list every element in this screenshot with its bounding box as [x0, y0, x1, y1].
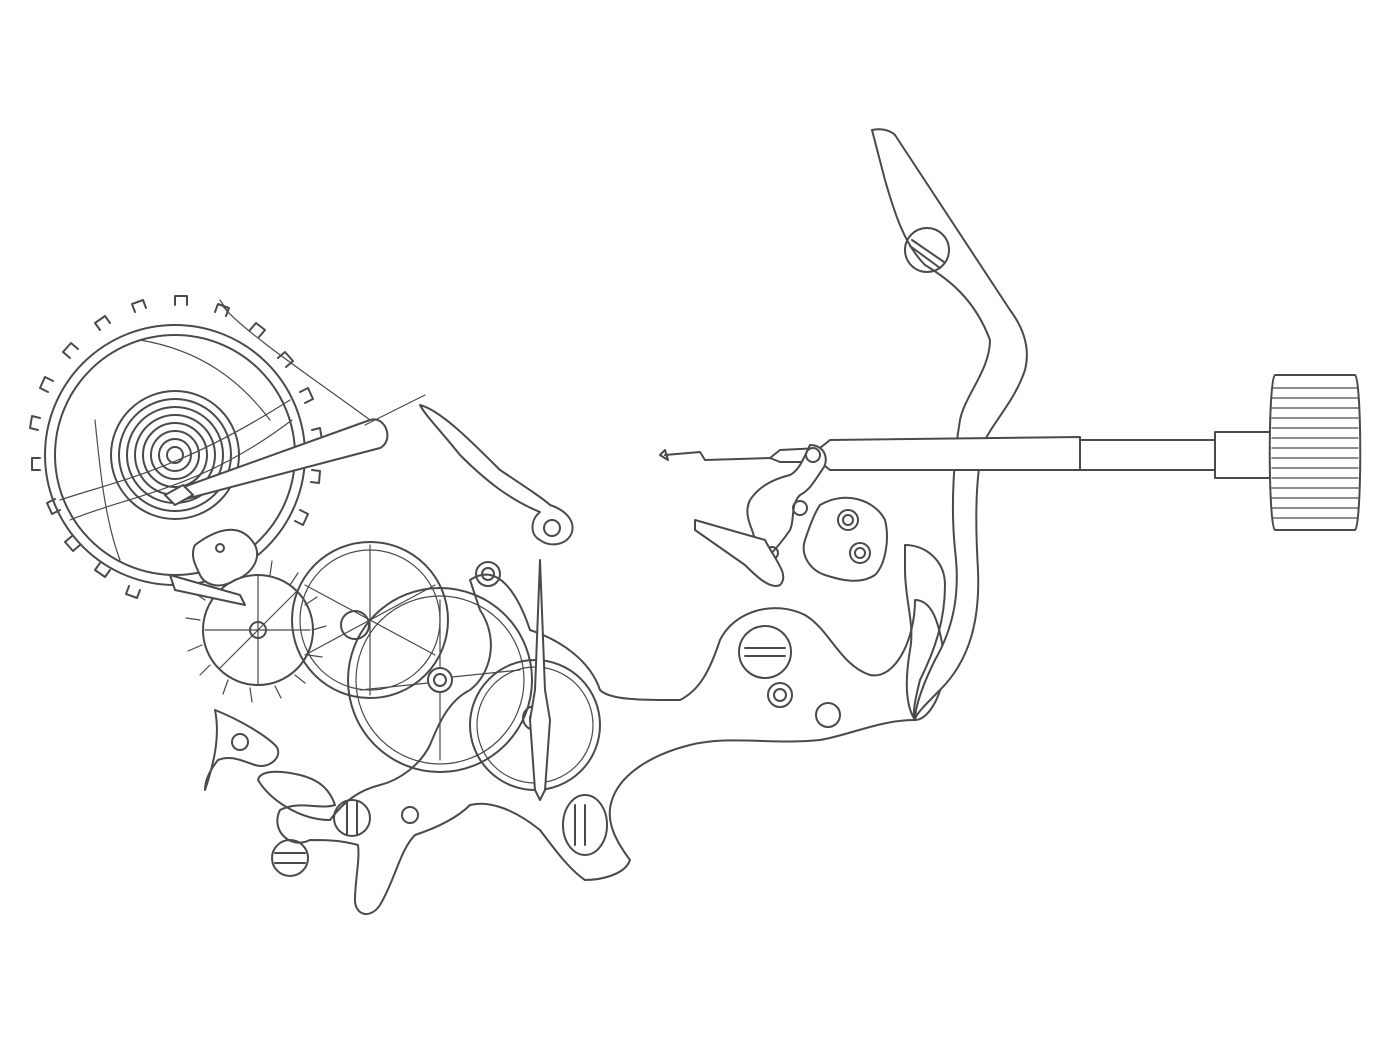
minute-hand: [529, 559, 551, 801]
crown: [1268, 374, 1362, 531]
setting-lever-screw: [904, 227, 950, 273]
screw-upper-left: [475, 561, 501, 587]
reversing-lever: [419, 404, 574, 546]
screw-bridge-7: [401, 806, 419, 824]
screw-bridge-5: [333, 799, 371, 837]
pallet-fork: [169, 528, 258, 606]
main-bridge-plate: [257, 573, 946, 915]
screw-bridge-1: [738, 625, 792, 679]
screw-bridge-4: [562, 794, 608, 856]
setting-lever: [871, 128, 1028, 721]
regulator-index: [164, 299, 426, 506]
screw-bridge-6: [271, 839, 309, 877]
screw-bridge-3: [815, 702, 841, 728]
balance-rim-screws: [29, 295, 323, 599]
bridge-foot: [904, 544, 946, 721]
screw-bridge-2: [767, 682, 793, 708]
balance-wheel: [29, 295, 323, 599]
third-wheel: [347, 587, 533, 773]
return-bar: [694, 519, 785, 587]
